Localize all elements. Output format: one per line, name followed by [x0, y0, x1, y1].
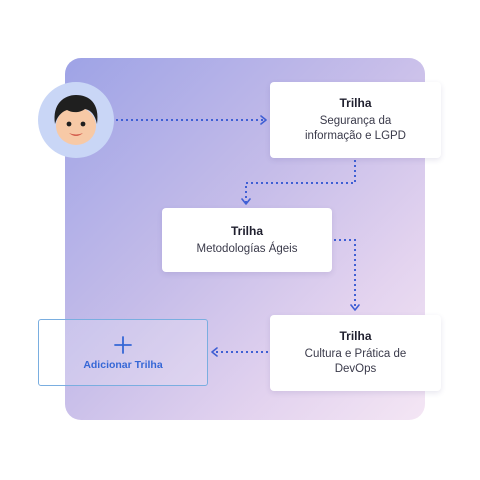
card-description: Cultura e Prática de DevOps [304, 348, 407, 375]
add-trilha-label: Adicionar Trilha [83, 358, 163, 371]
card-description: Metodologías Ágeis [196, 242, 298, 255]
card-title: Trilha [339, 96, 372, 110]
card-title: Trilha [230, 223, 263, 238]
trilha-card-metodologias[interactable]: Trilha Metodologías Ágeis [162, 208, 332, 272]
trilha-card-seguranca[interactable]: Trilha Segurança da informação e LGPD [270, 82, 441, 158]
boy-face-icon [54, 95, 98, 145]
connector-card2-to-card3 [334, 239, 360, 311]
avatar [38, 82, 114, 158]
trilha-card-devops[interactable]: Trilha Cultura e Prática de DevOps [270, 315, 441, 391]
card-description: Segurança da informação e LGPD [305, 115, 406, 142]
plus-icon [114, 335, 132, 354]
card-title: Trilha [339, 329, 372, 343]
add-trilha-button[interactable]: Adicionar Trilha [38, 319, 208, 386]
connector-card1-to-card2 [241, 160, 356, 205]
